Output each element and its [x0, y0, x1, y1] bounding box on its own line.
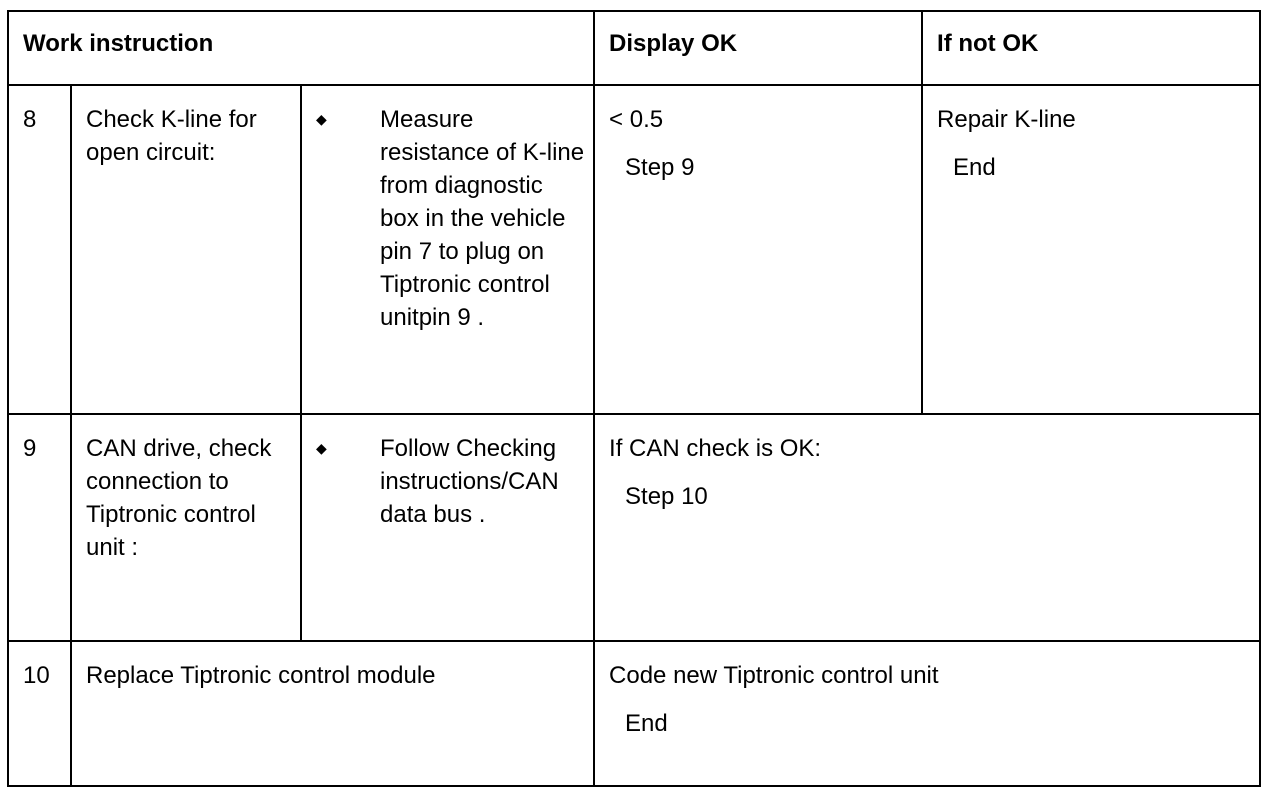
display-ok-next-step: Step 10 [625, 483, 708, 510]
step-action-text: Measure resistance of K-line from diagno… [380, 106, 585, 331]
if-not-ok-next-step: End [953, 154, 996, 181]
display-ok-next-step: Step 9 [625, 154, 695, 181]
display-ok-value: Code new Tiptronic control unit [609, 662, 939, 689]
step-number: 9 [7, 413, 72, 642]
step-action-cell: ◆ Follow Checking instructions/CAN data … [299, 413, 596, 642]
header-work-instruction: Work instruction [6, 10, 596, 86]
display-ok-value: < 0.5 [609, 106, 664, 133]
diamond-bullet-icon: ◆ [316, 440, 327, 456]
step-instruction: CAN drive, check connection to Tiptronic… [70, 413, 302, 642]
table-header-row: Work instruction Display OK If not OK [6, 10, 1262, 86]
display-ok-next-step: End [625, 710, 668, 737]
header-display-ok: Display OK [593, 10, 924, 86]
display-ok-cell: Code new Tiptronic control unit End [593, 640, 1262, 787]
step-action-text: Follow Checking instructions/CAN data bu… [380, 435, 559, 528]
table-row-step-8: 8 Check K-line for open circuit: ◆ Measu… [7, 84, 1262, 415]
step-instruction: Check K-line for open circuit: [70, 84, 302, 415]
step-instruction: Replace Tiptronic control module [69, 640, 596, 787]
header-if-not-ok: If not OK [921, 10, 1262, 86]
table-row-step-10: 10 Replace Tiptronic control module Code… [7, 640, 1262, 787]
diamond-bullet-icon: ◆ [316, 111, 327, 127]
if-not-ok-action: Repair K-line [937, 106, 1076, 133]
work-instruction-table: Work instruction Display OK If not OK 8 … [6, 10, 1262, 787]
display-ok-cell: If CAN check is OK: Step 10 [593, 413, 1262, 642]
step-number: 8 [7, 84, 72, 415]
step-action-cell: ◆ Measure resistance of K-line from diag… [299, 84, 596, 415]
if-not-ok-cell: Repair K-line End [921, 84, 1262, 415]
table-row-step-9: 9 CAN drive, check connection to Tiptron… [7, 413, 1262, 642]
step-number: 10 [7, 640, 72, 787]
display-ok-cell: < 0.5 Step 9 [593, 84, 924, 415]
display-ok-value: If CAN check is OK: [609, 435, 822, 462]
